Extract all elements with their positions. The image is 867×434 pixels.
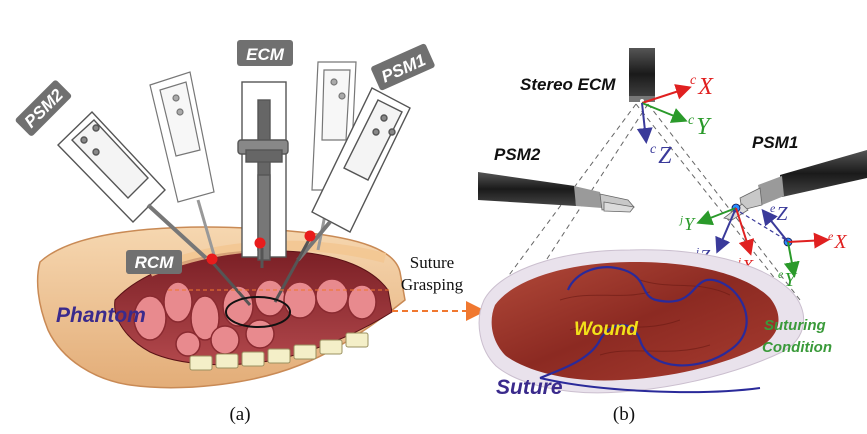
psm2-instrument bbox=[478, 172, 635, 213]
suture-grasping-line2: Grasping bbox=[401, 275, 464, 294]
tissue-surface bbox=[491, 262, 779, 381]
psm2-arm bbox=[57, 111, 208, 260]
effector-y-label: eY bbox=[778, 267, 797, 291]
suture-tail bbox=[539, 377, 761, 394]
stereo-ecm bbox=[629, 48, 655, 103]
rcm-label: RCM bbox=[126, 250, 182, 274]
cam-z-label: cZ bbox=[650, 142, 672, 169]
psm1-label: PSM1 bbox=[371, 43, 435, 91]
rcm-label-text: RCM bbox=[135, 253, 175, 272]
panel-b: Stereo ECM cX cY cZ PSM2 bbox=[478, 48, 867, 425]
joint-y-label: jY bbox=[678, 214, 696, 234]
rcm-points bbox=[206, 230, 316, 265]
caption-a: (a) bbox=[229, 404, 250, 425]
psm2-b-label: PSM2 bbox=[494, 145, 541, 164]
middle-left-arm bbox=[149, 71, 216, 256]
suture-grasping-arrow: Suture Grasping bbox=[392, 253, 486, 321]
camera-frame: cX cY cZ bbox=[636, 73, 714, 169]
ecm-arm bbox=[237, 81, 289, 261]
phantom-label: Phantom bbox=[56, 304, 146, 327]
psm1-b-label: PSM1 bbox=[752, 133, 798, 152]
ecm-label: ECM bbox=[237, 40, 293, 66]
ecm-label-text: ECM bbox=[246, 45, 285, 64]
psm1-effector-frame: eZ eX eY bbox=[739, 201, 847, 291]
suturing-condition-line2: Condition bbox=[762, 339, 832, 356]
wound-label: Wound bbox=[574, 319, 638, 340]
effector-x-label: eX bbox=[828, 229, 847, 253]
effector-z-label: eZ bbox=[770, 201, 788, 225]
cam-x-label: cX bbox=[690, 73, 714, 100]
suture-label: Suture bbox=[496, 376, 563, 399]
grasping-region bbox=[225, 296, 291, 328]
suture-thread bbox=[539, 266, 748, 380]
panel-a: PSM2 ECM PSM1 RCM Phantom (a) bbox=[15, 40, 435, 425]
stereo-ecm-label: Stereo ECM bbox=[520, 75, 616, 94]
spine bbox=[189, 332, 369, 371]
cam-y-label: cY bbox=[688, 113, 712, 140]
suture-grasping-line1: Suture bbox=[410, 253, 454, 272]
caption-b: (b) bbox=[613, 404, 635, 425]
psm1-instrument bbox=[723, 150, 867, 221]
tissue-texture bbox=[559, 279, 731, 356]
psm2-label: PSM2 bbox=[15, 80, 72, 136]
psm1-arm bbox=[296, 87, 411, 262]
suturing-condition-line1: Suturing bbox=[764, 317, 826, 334]
